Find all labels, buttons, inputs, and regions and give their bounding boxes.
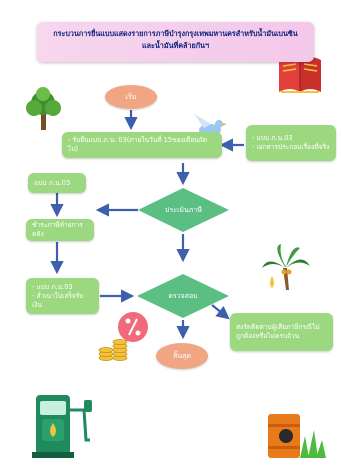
estimate-diamond-shape (138, 188, 229, 232)
tax-payment-node: ชำระภาษีท้ายการคลัง (26, 219, 94, 241)
contact-line-2: ถูกต้องหรือไม่ครบถ้วน (236, 332, 300, 340)
end-node: สิ้นสุด (156, 343, 208, 369)
estimate-label: ประเมินภาษี (165, 205, 202, 214)
form-pn03-node: แบบ ภ.น.03 (28, 173, 86, 193)
audit-label: ตรวจสอบ (168, 291, 198, 300)
audit-diamond-shape (137, 274, 229, 318)
documents-node: - แบบ ภ.น.03 - เอกสารประกอบเรื่องที่จริง (246, 125, 336, 161)
palm-tree-icon (262, 244, 310, 290)
documents-line-1: - แบบ ภ.น.03 (252, 134, 293, 142)
documents-line-2: - เอกสารประกอบเรื่องที่จริง (252, 143, 330, 151)
fuel-pump-icon (32, 395, 92, 458)
form-pn03-label: แบบ ภ.น.03 (34, 178, 71, 187)
book-icon (279, 57, 321, 93)
percent-coins-icon (98, 312, 148, 361)
audit-node: ตรวจสอบ (137, 274, 229, 318)
receipt-line-2: - สำเนาใบเสร็จรับเงิน (32, 291, 84, 309)
contact-line-1: ส่งรัดติดตามผู้เสียภาษีกรณีไม่ (236, 323, 320, 331)
receipt-node: - แบบ ภ.น.03 - สำเนาใบเสร็จรับเงิน (26, 278, 99, 314)
tree-icon (26, 87, 61, 130)
end-label: สิ้นสุด (173, 351, 191, 360)
title-line-2: และน้ำมันที่คล้ายกันฯ (142, 41, 209, 50)
start-node: เริ่ม (105, 85, 157, 109)
estimate-node: ประเมินภาษี (138, 188, 229, 232)
arrow-audit-to-contact (211, 304, 230, 320)
diagram-title: กระบวนการยื่นแบบแสดงรายการภาษีบำรุงกรุงเ… (37, 22, 314, 62)
contact-node: ส่งรัดติดตามผู้เสียภาษีกรณีไม่ ถูกต้องหร… (230, 313, 333, 351)
receive-form-label: - รับยื่นแบบ ภ.น. 03(ภายในวันที่ 15ของเด… (68, 136, 208, 153)
oil-barrel-icon (268, 414, 326, 458)
tax-payment-label: ชำระภาษีท้ายการคลัง (32, 221, 83, 238)
title-line-1: กระบวนการยื่นแบบแสดงรายการภาษีบำรุงกรุงเ… (53, 29, 298, 38)
start-label: เริ่ม (125, 92, 137, 101)
receive-form-node: - รับยื่นแบบ ภ.น. 03(ภายในวันที่ 15ของเด… (62, 132, 222, 158)
receipt-line-1: - แบบ ภ.น.03 (32, 282, 73, 291)
